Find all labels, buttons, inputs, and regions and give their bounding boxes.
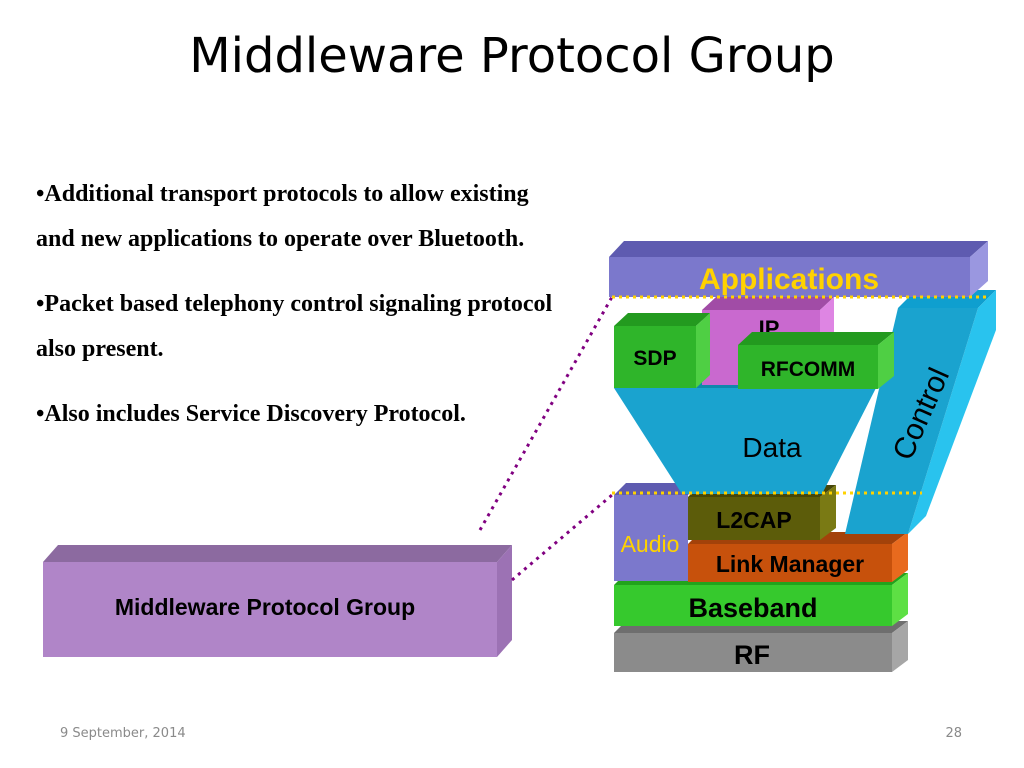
- yellow-separators: [612, 295, 988, 495]
- layer-sdp-label: SDP: [633, 347, 676, 370]
- middleware-group-box: Middleware Protocol Group: [43, 545, 512, 657]
- layer-rfcomm-label: RFCOMM: [761, 358, 855, 381]
- layer-data-label: Data: [742, 432, 802, 463]
- layer-data: Data: [614, 376, 890, 494]
- connector-lines: [478, 296, 614, 582]
- layer-l2cap-label: L2CAP: [716, 507, 791, 533]
- layer-sdp: SDP: [614, 313, 710, 388]
- connector-line-lower: [511, 493, 613, 582]
- connector-line-upper: [478, 296, 614, 531]
- layer-applications: Applications: [609, 241, 988, 297]
- layer-baseband-label: Baseband: [688, 593, 817, 623]
- layer-audio: Audio: [614, 483, 700, 581]
- slide-title: Middleware Protocol Group: [189, 28, 835, 84]
- layer-applications-label: Applications: [699, 263, 879, 296]
- bullet-item: •Additional transport protocols to allow…: [36, 181, 529, 252]
- layer-rf-label: RF: [734, 640, 770, 670]
- page-number: 28: [945, 726, 962, 741]
- layer-audio-label: Audio: [621, 531, 680, 557]
- layer-link-manager: Link Manager: [688, 532, 908, 582]
- layer-link-manager-label: Link Manager: [716, 551, 864, 577]
- footer-date: 9 September, 2014: [60, 726, 186, 741]
- layer-rf: RF: [614, 621, 908, 672]
- bullet-list: •Additional transport protocols to allow…: [36, 172, 556, 457]
- bullet-item: •Packet based telephony control signalin…: [36, 291, 553, 362]
- layer-rfcomm: RFCOMM: [738, 332, 894, 389]
- layer-control: Control: [845, 290, 996, 534]
- bullet-item: •Also includes Service Discovery Protoco…: [36, 401, 466, 427]
- middleware-group-label: Middleware Protocol Group: [115, 594, 415, 620]
